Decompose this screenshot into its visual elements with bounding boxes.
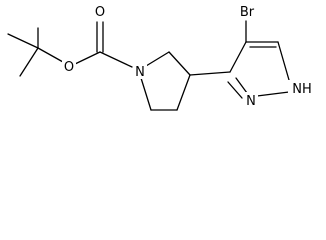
bond-carbonyl-carbon-to-nitrogen [99, 51, 133, 68]
bond-pyrazole-n1-n2 [256, 91, 290, 97]
bond-pyrrolidine-n-c2 [145, 51, 170, 67]
bond-pyrazole-n2-c3-inner [227, 81, 243, 99]
bond-pyrazole-n2-c3 [235, 77, 248, 94]
label-bg-oxygen-ester [62, 58, 76, 74]
molecule-svg: O O N Br N NH [7, 3, 316, 111]
bond-tbu-methyl-bottom [19, 47, 39, 77]
label-bg-nitrogen-pyrazole-h [288, 80, 316, 96]
bond-tbu-methyl-left [7, 33, 39, 49]
atom-nitrogen-pyrazole-h: NH [292, 82, 312, 97]
atom-oxygen-carbonyl: O [95, 5, 105, 20]
atom-nitrogen-pyrazole: N [246, 94, 256, 109]
bond-tbu-to-oxygen [37, 47, 64, 63]
label-bg-nitrogen-pyrrolidine [133, 63, 147, 79]
label-bg-oxygen-carbonyl [93, 3, 107, 19]
label-bg-bromine [235, 3, 259, 19]
atom-labels: O O N Br N NH [62, 3, 316, 109]
bond-pyrrolidine-to-pyrazole [189, 71, 231, 76]
bond-pyrrolidine-c2-c3 [168, 51, 191, 76]
bond-pyrazole-c5-n1 [277, 41, 290, 81]
bond-pyrrolidine-c3-c4 [176, 74, 191, 111]
atom-bromine: Br [240, 5, 255, 20]
structure-drawing: O O N Br N NH [7, 3, 316, 111]
atom-oxygen-ester: O [64, 60, 74, 75]
label-bg-nitrogen-pyrazole [244, 92, 258, 108]
bond-pyrrolidine-c5-n [140, 77, 152, 111]
bond-oxygen-to-carbonyl-carbon [74, 51, 101, 65]
bonds [7, 20, 290, 111]
atom-nitrogen-pyrrolidine: N [135, 65, 145, 80]
bond-pyrazole-c3-c4 [229, 41, 247, 73]
